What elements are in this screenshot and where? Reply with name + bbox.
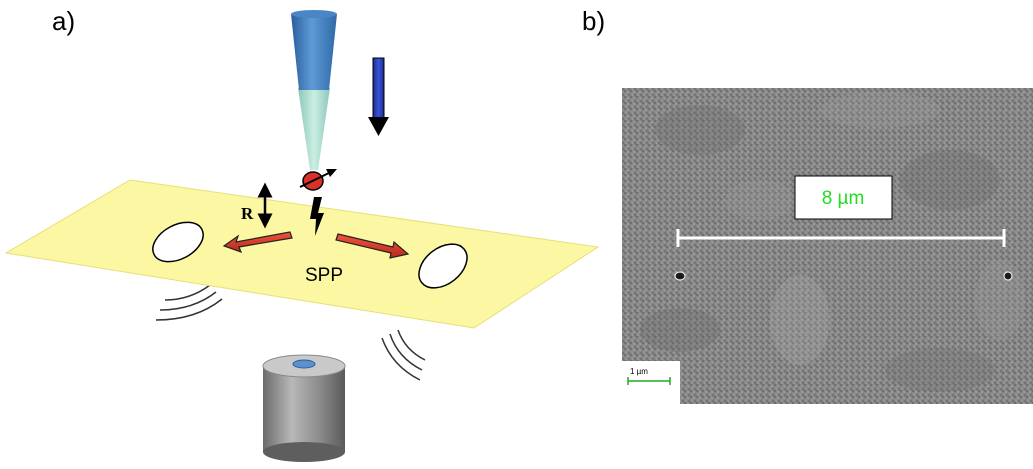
metal-film (4, 179, 600, 329)
sem-hole-right (1003, 271, 1013, 281)
panel-b-label: b) (582, 6, 605, 36)
distance-scale-bar (676, 229, 1006, 247)
spp-arrow-left (222, 231, 293, 254)
radiation-arcs-right (381, 329, 426, 381)
dipole-icon (299, 169, 337, 191)
sem-hole-left (674, 271, 686, 281)
radiation-arcs-left (155, 284, 223, 321)
panel-a: a) SPP (4, 6, 600, 462)
small-scale-box (622, 361, 680, 404)
scale-label-box (794, 175, 893, 220)
probe-tip-icon (291, 14, 337, 90)
spp-label: SPP (305, 265, 343, 286)
hole-left (152, 221, 204, 263)
illumination-arrow (368, 57, 389, 136)
distance-label: R (241, 204, 254, 223)
spp-arrow-right (335, 233, 410, 259)
hole-right (418, 243, 468, 289)
panel-a-label: a) (52, 6, 75, 36)
emission-bolt-icon (310, 197, 324, 236)
detector-cylinder (262, 354, 346, 462)
sem-image (622, 88, 1033, 404)
beam-cone (298, 88, 330, 170)
scale-bar-label: 8 µm (822, 188, 865, 209)
small-scale-label: 1 µm (630, 367, 648, 376)
panel-b: b) 8 µm (582, 6, 1033, 404)
